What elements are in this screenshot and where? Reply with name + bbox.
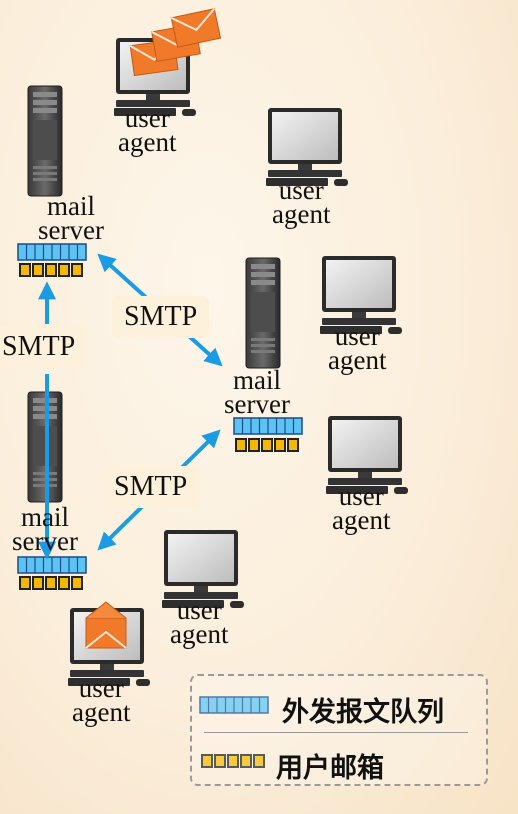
server-tower-icon <box>245 257 281 369</box>
legend-box: 外发报文队列 用户邮箱 <box>190 674 488 786</box>
mailbox-icon <box>235 438 299 452</box>
envelope-icon <box>85 601 127 649</box>
envelope-icon <box>170 7 222 49</box>
smtp-label: SMTP <box>112 296 210 338</box>
smtp-label: SMTP <box>102 466 200 508</box>
legend-row-mailbox: 用户邮箱 <box>266 746 384 785</box>
smtp-label: SMTP <box>0 326 88 368</box>
legend-divider <box>204 732 468 733</box>
legend-mailbox-label: 用户邮箱 <box>276 753 384 784</box>
message-queue-icon <box>17 243 87 261</box>
legend-row-queue: 外发报文队列 <box>272 690 444 729</box>
message-queue-icon <box>233 417 303 435</box>
message-queue-icon <box>17 556 87 574</box>
mailbox-icon <box>19 576 83 590</box>
mailbox-icon <box>19 263 83 277</box>
server-tower-icon <box>27 85 63 197</box>
legend-queue-label: 外发报文队列 <box>282 697 444 728</box>
